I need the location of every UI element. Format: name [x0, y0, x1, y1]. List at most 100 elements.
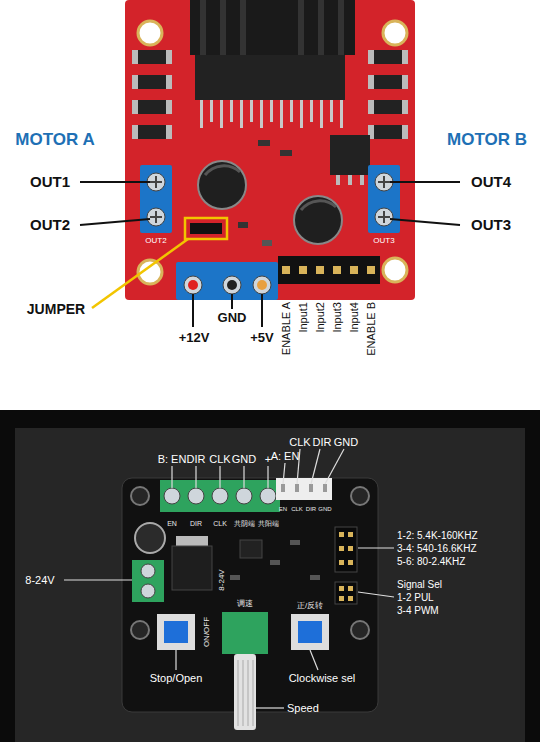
generator-board	[131, 621, 149, 639]
diode	[132, 50, 172, 64]
pin-label: CLK	[289, 436, 310, 448]
diode	[132, 75, 138, 89]
jumper-header	[339, 596, 344, 601]
driver-chip	[230, 100, 233, 122]
leader-line	[243, 466, 244, 488]
screw-terminal	[257, 280, 267, 290]
diode	[368, 50, 374, 64]
capacitor	[198, 161, 246, 209]
potentiometer	[222, 612, 268, 654]
screw-terminal	[188, 280, 198, 290]
screw-terminal	[147, 208, 165, 226]
pin-header	[333, 266, 341, 274]
generator-board	[351, 487, 369, 505]
output-label: OUT2	[30, 217, 70, 234]
leader-line	[311, 449, 320, 484]
silkscreen-text: EN	[167, 520, 177, 528]
diode	[166, 125, 172, 139]
jumper	[185, 218, 227, 239]
screw-terminal	[368, 165, 400, 233]
frequency-range: 3-4: 540-16.6KHZ	[397, 543, 477, 554]
dark-panel	[15, 428, 525, 742]
push-button	[164, 621, 188, 643]
pin-header	[367, 266, 375, 274]
output-label: OUT3	[471, 217, 511, 234]
pin-header	[282, 266, 290, 274]
capacitor	[135, 523, 165, 553]
diode	[402, 125, 408, 139]
smd-part	[230, 575, 240, 580]
generator-board	[131, 487, 149, 505]
jumper-header	[339, 560, 344, 565]
jumper-header	[348, 532, 353, 537]
potentiometer	[222, 612, 268, 730]
white-connector	[276, 478, 332, 500]
heatsink	[220, 0, 226, 55]
frequency-range: 5-6: 80-2.4KHZ	[397, 556, 465, 567]
smd-part	[280, 150, 292, 156]
smd-part	[240, 540, 262, 558]
white-connector	[276, 478, 332, 500]
leader-line	[175, 650, 176, 670]
heatsink	[190, 0, 355, 55]
pin-label: Input2	[314, 302, 326, 333]
diode	[402, 50, 408, 64]
pin-header	[350, 266, 358, 274]
power-label: GND	[218, 311, 247, 325]
silkscreen-text: DIR	[306, 506, 316, 513]
driver-chip	[250, 100, 253, 122]
driver-chip	[220, 100, 223, 128]
pin-header	[278, 256, 380, 284]
button-label: Clockwise sel	[289, 672, 356, 684]
signal-select: 1-2 PUL	[397, 592, 434, 603]
jumper-header	[339, 586, 344, 591]
signal-select: 3-4 PWM	[397, 605, 439, 616]
pin-label: ENABLE A	[280, 302, 292, 355]
leader-line	[219, 466, 220, 488]
smd-part	[238, 222, 248, 228]
white-connector	[309, 484, 313, 492]
diode	[132, 125, 138, 139]
regulator	[330, 135, 370, 185]
jumper	[92, 218, 227, 308]
smd-part	[310, 575, 320, 580]
dark-panel	[0, 410, 540, 742]
pin-label: Input1	[297, 302, 309, 333]
power-label: +12V	[179, 331, 210, 345]
screw-terminal	[227, 280, 237, 290]
power-label: +5V	[250, 331, 274, 345]
terminal-block	[141, 564, 155, 578]
driver-chip	[210, 100, 213, 122]
heatsink	[338, 0, 344, 55]
screw-terminal	[140, 165, 172, 233]
regulator	[172, 546, 212, 590]
capacitor	[205, 166, 240, 175]
pin-label: A: EN	[271, 450, 300, 462]
regulator	[360, 175, 364, 185]
jumper-header	[335, 582, 357, 604]
silkscreen-text: DIR	[190, 520, 202, 528]
regulator	[336, 175, 340, 185]
jumper-header	[348, 560, 353, 565]
regulator	[348, 175, 352, 185]
leader-line	[261, 294, 263, 327]
leader-line	[283, 463, 285, 484]
silkscreen-text: CLK	[291, 506, 303, 513]
leader-line	[64, 449, 394, 708]
silkscreen-text: 共阴端	[234, 520, 255, 528]
frequency-range: 1-2: 5.4K-160KHZ	[397, 530, 478, 541]
screw-terminal	[253, 276, 271, 294]
capacitor	[301, 201, 336, 210]
leader-line	[358, 547, 394, 548]
smd-part	[258, 140, 270, 146]
button-label: Stop/Open	[150, 672, 203, 684]
l298n-board	[383, 258, 407, 282]
driver-chip	[195, 55, 345, 100]
output-label: OUT1	[30, 174, 70, 191]
leader-line	[171, 466, 172, 488]
driver-chip	[280, 100, 283, 128]
pin-label: GND	[232, 453, 256, 465]
